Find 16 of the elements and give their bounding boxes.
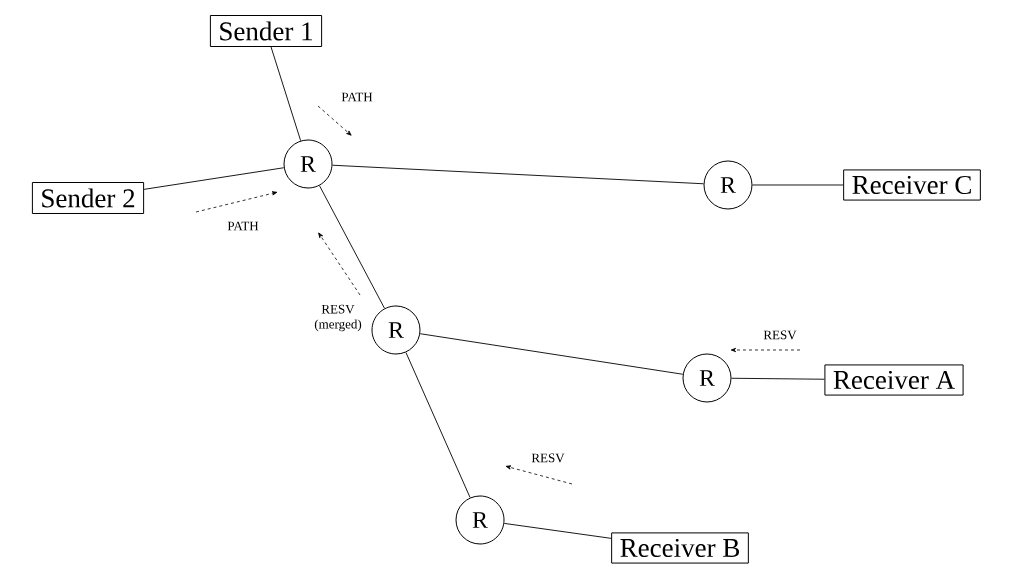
message-label: RESV bbox=[763, 330, 797, 340]
link-line bbox=[270, 46, 302, 142]
link-line bbox=[332, 164, 704, 185]
host-box: Sender 1 bbox=[209, 15, 323, 47]
message-label: PATH bbox=[341, 92, 373, 102]
host-box: Sender 2 bbox=[31, 182, 145, 214]
link-line bbox=[143, 167, 285, 190]
host-box: Receiver C bbox=[843, 169, 981, 201]
host-box: Receiver A bbox=[824, 364, 964, 396]
host-box: Receiver B bbox=[611, 532, 749, 564]
link-line bbox=[405, 351, 471, 499]
link-line bbox=[752, 184, 844, 186]
link-line bbox=[731, 377, 825, 380]
link-line bbox=[319, 185, 385, 309]
link-line bbox=[503, 522, 612, 539]
link-line bbox=[419, 333, 684, 375]
